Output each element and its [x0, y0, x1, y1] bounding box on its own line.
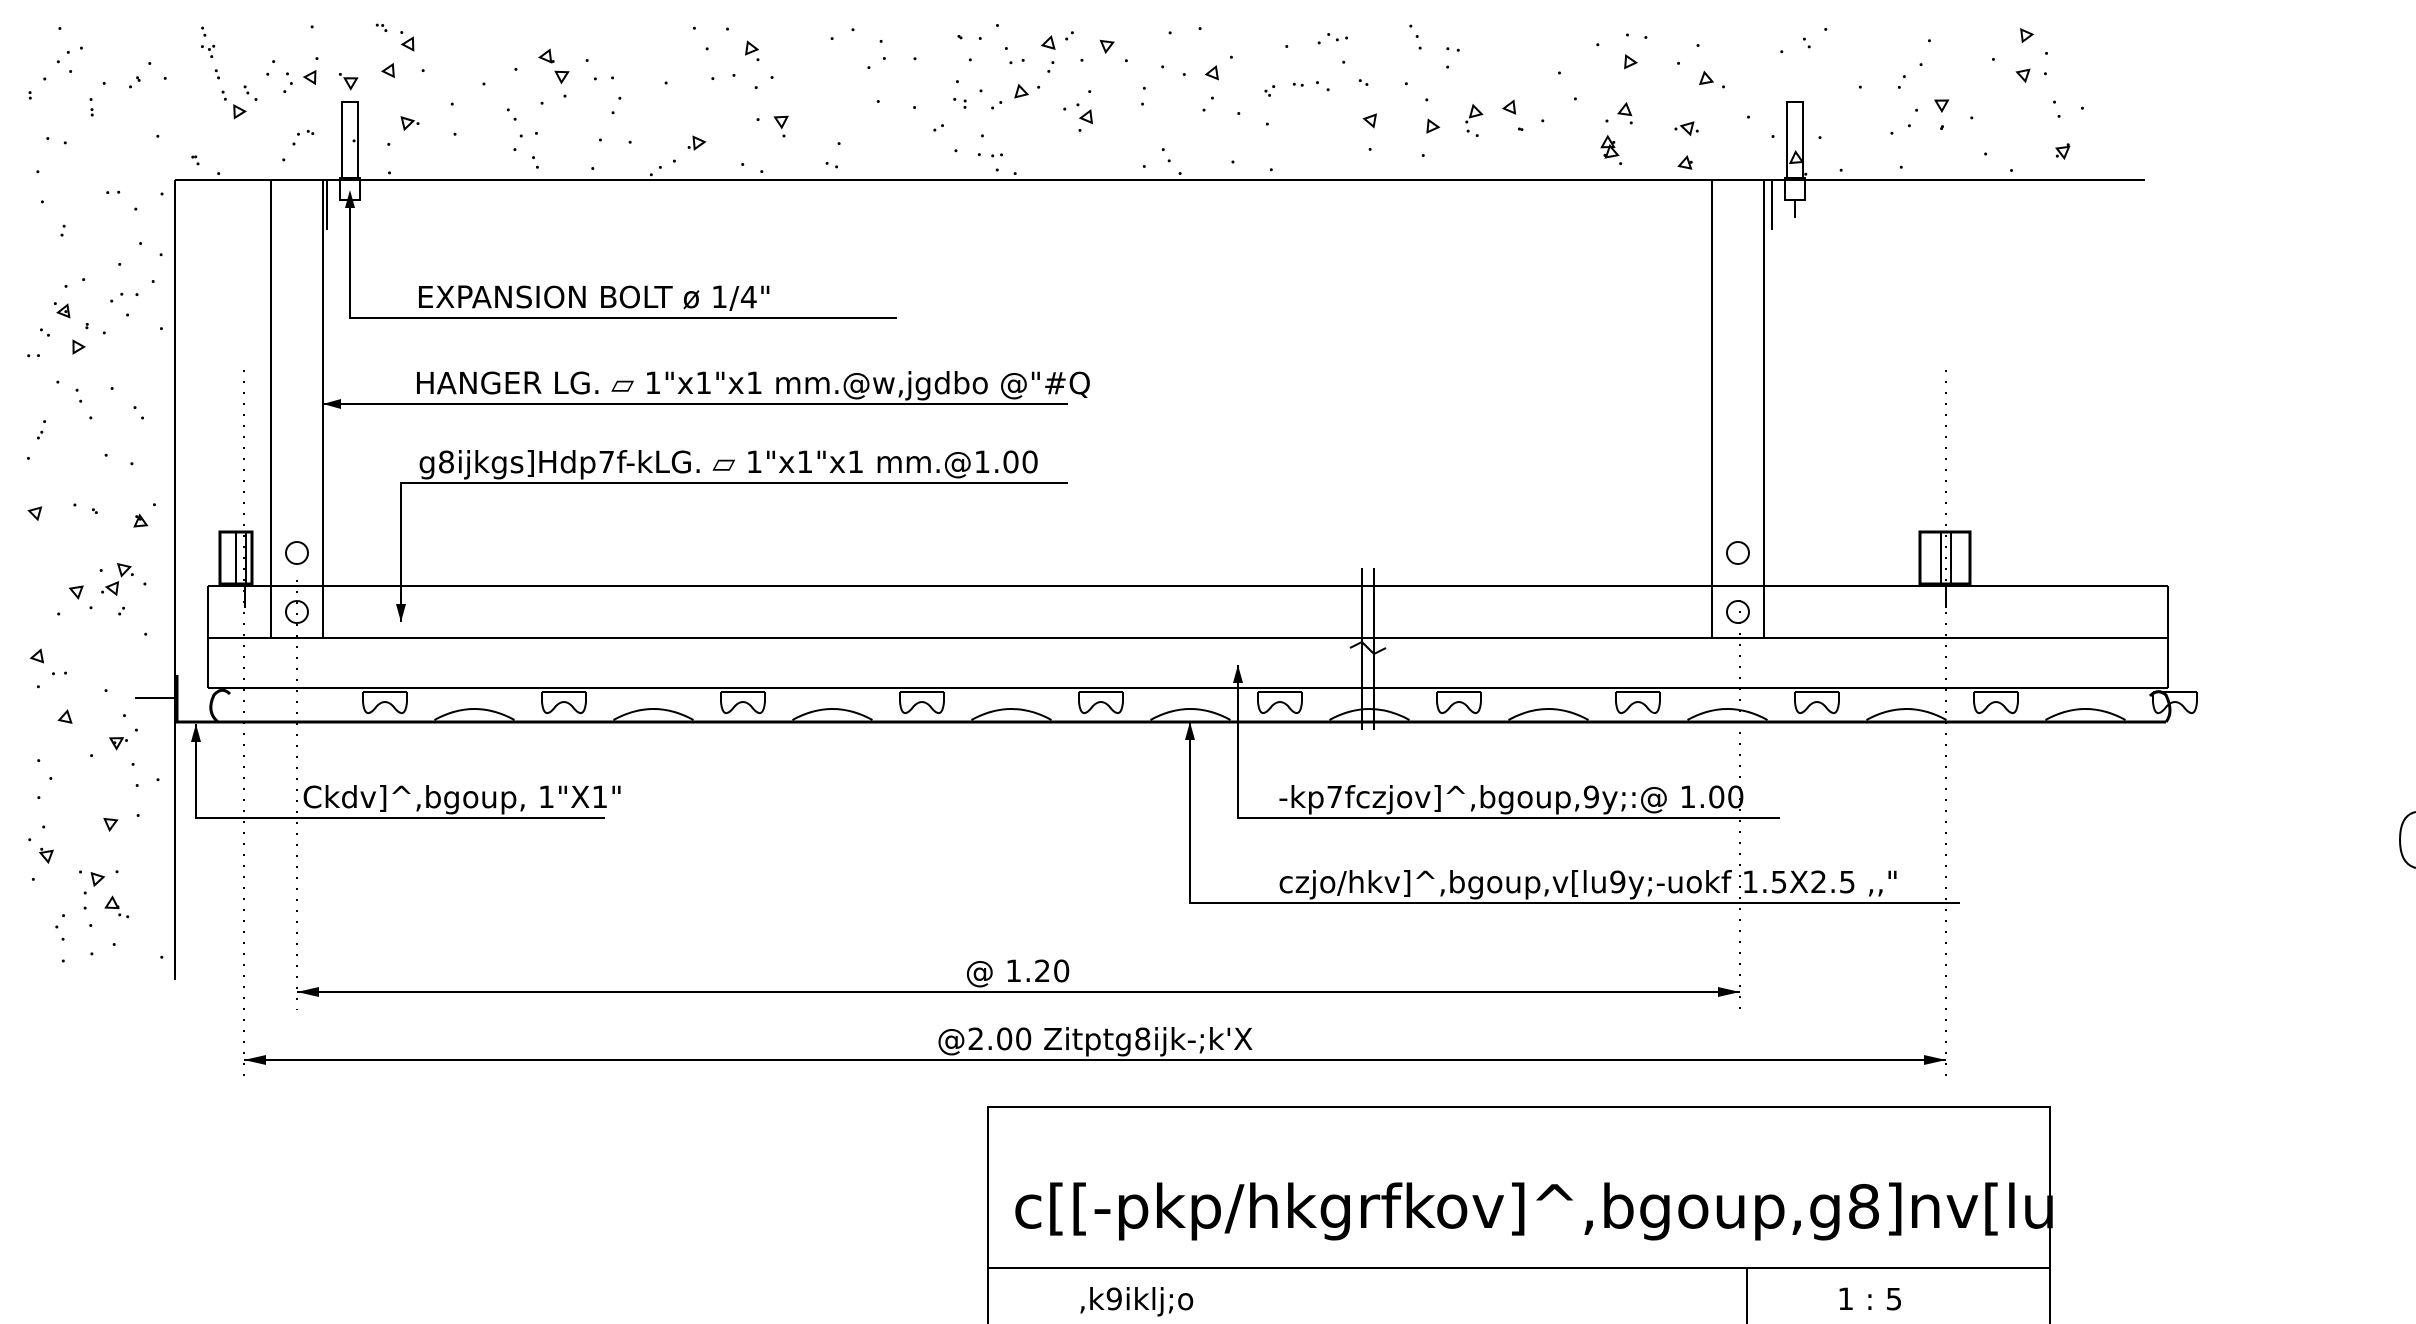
leader-hanger [323, 399, 1068, 409]
leader-runner [396, 482, 1068, 622]
label-panel: czjo/hkv]^,bgoup,v[lu9y;-uokf 1.5X2.5 ,,… [1278, 866, 1899, 901]
title-block-scale: 1 : 5 [1836, 1283, 1903, 1318]
panel-profile [209, 688, 2198, 724]
title-block-left-cell: ,k9iklj;o [1078, 1283, 1195, 1318]
dimension-inner-text: @ 1.20 [965, 955, 1071, 990]
leader-expansion-bolt [345, 190, 897, 319]
concrete-hatch [26, 23, 2084, 963]
title-block-title: c[[-pkp/hkgrfkov]^,bgoup,g8]nv[lu [1012, 1173, 2058, 1243]
carrier-channel [207, 585, 2169, 689]
right-hanger [1711, 179, 1765, 639]
expansion-bolt-right [1771, 101, 1806, 230]
expansion-bolt-left [326, 101, 361, 230]
dimension-outer [244, 1055, 1946, 1065]
label-hanger: HANGER LG. ▱ 1"x1"x1 mm.@w,jgdbo @"#Q [414, 367, 1092, 402]
label-carrier: -kp7fczjov]^,bgoup,9y;:@ 1.00 [1278, 781, 1745, 816]
dimension-inner [297, 987, 1740, 997]
label-wall-angle: Ckdv]^,bgoup, 1"X1" [302, 781, 623, 816]
leader-panel [1185, 722, 1960, 904]
title-block: c[[-pkp/hkgrfkov]^,bgoup,g8]nv[lu ,k9ikl… [987, 1106, 2058, 1324]
label-runner: g8ijkgs]Hdp7f-kLG. ▱ 1"x1"x1 mm.@1.00 [418, 446, 1040, 481]
wall-clip-right [1918, 530, 1972, 608]
left-hanger [270, 179, 324, 639]
wall-angle [135, 675, 228, 724]
break-mark [1349, 568, 1387, 730]
label-expansion-bolt: EXPANSION BOLT ø 1/4" [416, 281, 772, 316]
leader-wall-angle [191, 724, 605, 819]
edge-marker [2398, 811, 2416, 869]
dimension-outer-text: @2.00 Zitptg8ijk-;k'X [936, 1023, 1253, 1058]
leader-carrier [1233, 665, 1780, 819]
wall-clip-left [218, 530, 254, 608]
